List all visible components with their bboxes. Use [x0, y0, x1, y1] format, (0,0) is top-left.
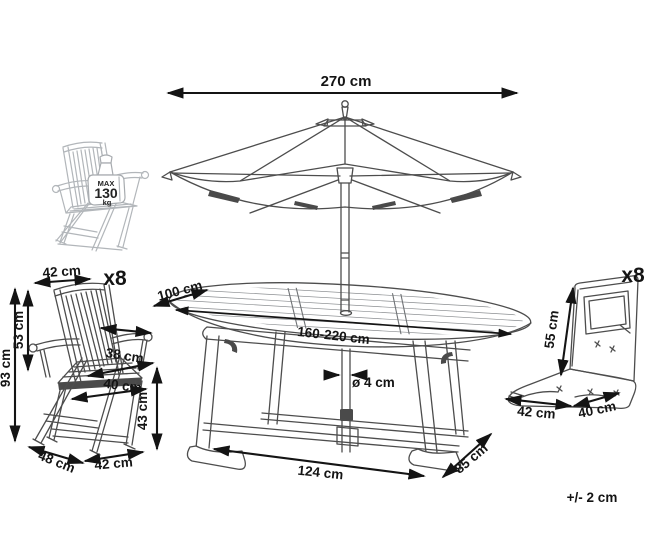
chair-base-width-arrow: [83, 448, 145, 465]
chair-height-label: 93 cm: [0, 349, 13, 387]
table-leg-front-left: [195, 335, 220, 449]
cushion-seat-depth-arrow: [572, 391, 621, 408]
cushion-drawing: [507, 275, 639, 410]
armrest-arrow: [99, 323, 153, 338]
cushion-seat-width-arrow: [504, 395, 573, 410]
dimension-labels: 270 cm 100 cm 160-220 cm ø 4 cm 124 cm 8…: [0, 73, 645, 505]
table-width-arrow: [152, 288, 209, 308]
dimension-arrows: [9, 87, 621, 480]
umbrella-hole: [339, 310, 353, 316]
table-leg-rear-right: [445, 340, 465, 436]
chair-base-width-label: 42 cm: [94, 454, 133, 472]
dining-table-drawing: [168, 282, 532, 472]
max-load-label: MAX: [98, 179, 115, 188]
table-stretchers: [202, 412, 469, 453]
chair-seat-width-arrow: [70, 385, 148, 403]
base-length-arrow: [212, 445, 426, 480]
pole-height-adjuster: [340, 409, 353, 421]
max-load-chair-drawing: MAX 130 kg: [51, 141, 150, 252]
chair-seat-depth-label: 38 cm: [105, 345, 145, 366]
chair-seat-depth-arrow: [86, 360, 155, 379]
umbrella-pole: [340, 182, 350, 313]
chair-seat-width-label: 40 cm: [103, 376, 143, 396]
armchair-drawing: [28, 282, 153, 456]
chair-back-width-arrow: [33, 274, 92, 288]
chair-base-depth-label: 48 cm: [36, 448, 77, 476]
chair-back-width-label: 42 cm: [42, 263, 81, 281]
cushion-seat-width-label: 42 cm: [517, 403, 556, 421]
base-depth-arrow: [441, 432, 493, 479]
pole-diameter-label: ø 4 cm: [352, 375, 395, 390]
max-load-value: 130: [94, 185, 118, 201]
cushion-quantity-label: x8: [621, 264, 645, 287]
max-load-unit: kg: [103, 198, 112, 207]
umbrella-drawing: [161, 100, 522, 313]
table-leg-rear-left: [267, 331, 286, 425]
chair-back-height-label: 53 cm: [11, 311, 26, 349]
cushion-seat: [507, 368, 637, 410]
umbrella-width-label: 270 cm: [321, 73, 372, 90]
chair-quantity-label: x8: [103, 267, 127, 290]
cushion-seat-depth-label: 40 cm: [577, 398, 618, 421]
chair-base-depth-arrow: [27, 445, 85, 465]
max-load-weight: MAX 130 kg: [87, 154, 126, 207]
table-bracket-right: [440, 352, 453, 364]
cushion-back-height-label: 55 cm: [541, 309, 561, 349]
cushion-back-height-arrow: [557, 286, 577, 377]
table-length-arrow: [174, 306, 513, 338]
base-length-label: 124 cm: [297, 463, 344, 483]
cushion-headrest: [583, 290, 631, 335]
umbrella-hub-and-ribs: [171, 167, 512, 214]
table-bracket-left: [224, 339, 238, 353]
chair-seat-height-label: 43 cm: [135, 392, 150, 430]
table-width-label: 100 cm: [156, 277, 204, 303]
tolerance-note: +/- 2 cm: [567, 490, 618, 505]
